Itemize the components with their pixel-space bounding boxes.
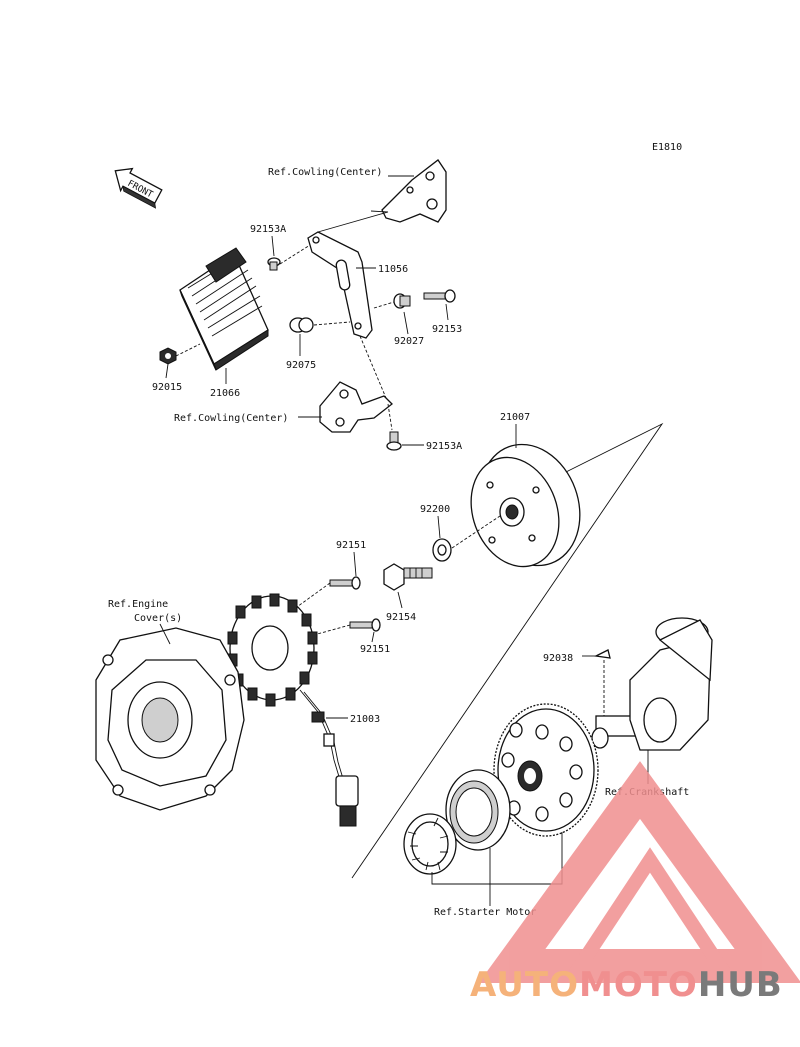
stator-21003 — [227, 593, 318, 707]
label-92154: 92154 — [386, 612, 416, 623]
label-ref-starter: Ref.Starter Motor — [434, 907, 536, 918]
label-92038: 92038 — [543, 653, 573, 664]
label-92153: 92153 — [432, 324, 462, 335]
label-92151-b: 92151 — [360, 644, 390, 655]
label-92075: 92075 — [286, 360, 316, 371]
watermark-text: AUTOMOTOHUB — [470, 965, 783, 1005]
bolt-92151-b — [349, 618, 381, 632]
stator-harness — [299, 689, 359, 827]
label-ref-engine-2: Cover(s) — [134, 613, 182, 624]
watermark-part-moto: MOTO — [579, 965, 698, 1005]
collar-92027 — [393, 293, 411, 309]
label-ref-engine-1: Ref.Engine — [108, 599, 168, 610]
watermark-logo-icon — [478, 761, 800, 983]
nut-92015 — [159, 347, 177, 365]
bracket-11056 — [307, 211, 389, 339]
key-92038 — [593, 649, 611, 659]
grommet-92075 — [289, 317, 314, 333]
bolt-92153A-top — [267, 257, 281, 271]
bolt-92154 — [383, 563, 433, 591]
label-11056: 11056 — [378, 264, 408, 275]
one-way-clutch — [403, 813, 457, 875]
label-92027: 92027 — [394, 336, 424, 347]
rotor-21007 — [470, 443, 581, 568]
label-21066: 21066 — [210, 388, 240, 399]
watermark-part-hub: HUB — [698, 965, 783, 1005]
front-arrow-icon: FRONT — [114, 167, 163, 209]
starter-ring — [445, 769, 511, 851]
starter-gear — [493, 703, 599, 837]
label-92015: 92015 — [152, 382, 182, 393]
label-21007: 21007 — [500, 412, 530, 423]
label-92153A-mid: 92153A — [426, 441, 462, 452]
diagram-code: E1810 — [652, 142, 682, 153]
label-92151-a: 92151 — [336, 540, 366, 551]
engine-cover — [95, 627, 245, 811]
label-ref-cowling-top: Ref.Cowling(Center) — [268, 167, 382, 178]
cowling-bracket-mid — [319, 381, 393, 433]
bolt-92153A-mid — [386, 431, 402, 451]
regulator-21066 — [179, 247, 269, 371]
label-92153A-top: 92153A — [250, 224, 286, 235]
label-ref-cowling-mid: Ref.Cowling(Center) — [174, 413, 288, 424]
starter-leader — [431, 832, 563, 885]
bolt-92151-a — [329, 576, 361, 590]
cowling-bracket-top — [370, 159, 447, 223]
label-21003: 21003 — [350, 714, 380, 725]
label-92200: 92200 — [420, 504, 450, 515]
watermark-part-auto: AUTO — [470, 965, 579, 1005]
section-divider — [351, 422, 664, 879]
washer-92200 — [432, 538, 452, 562]
bolt-92153 — [423, 289, 456, 303]
crankshaft — [591, 617, 713, 751]
